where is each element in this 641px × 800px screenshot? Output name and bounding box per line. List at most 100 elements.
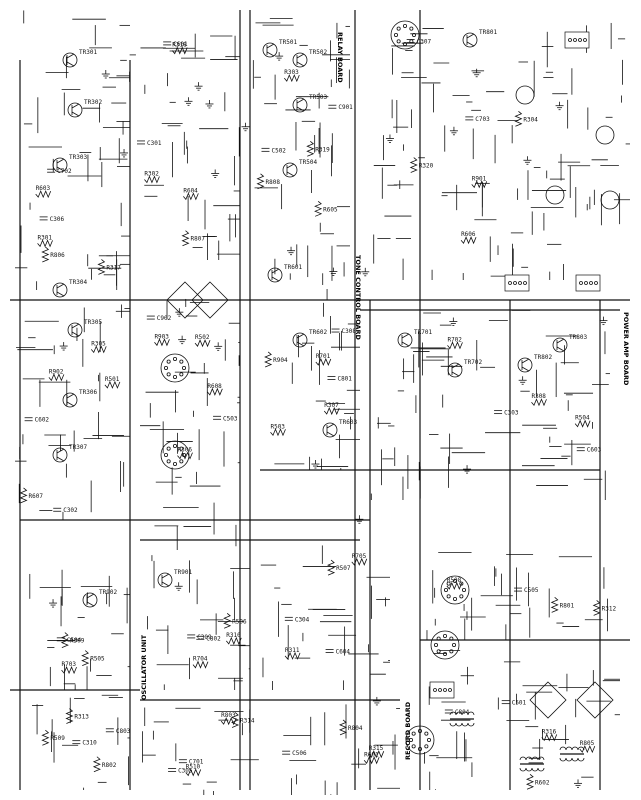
tube-socket-symbol: [405, 725, 435, 755]
resistor-symbol: [514, 110, 523, 127]
transistor-symbol: [292, 332, 308, 348]
transistor-symbol: [67, 322, 83, 338]
block-label-record: RECORD BOARD: [404, 701, 412, 760]
wire: [86, 593, 95, 599]
resistor-symbol: [256, 173, 265, 190]
socket-pin: [449, 649, 454, 654]
wire: [266, 43, 275, 49]
transistor-symbol: [322, 422, 338, 438]
wire: [521, 366, 530, 372]
transistor-label: TR802: [534, 354, 552, 361]
wire: [66, 53, 75, 59]
socket-pin: [172, 356, 177, 361]
resistor-label: R902: [49, 368, 64, 375]
socket-pin: [179, 446, 184, 451]
socket-pin: [172, 443, 177, 448]
resistor-symbol: [92, 756, 101, 773]
transformer-coil: [565, 757, 573, 762]
transistor-symbol: [267, 267, 283, 283]
socket-pin: [166, 372, 171, 377]
resistor-label: R313: [74, 714, 89, 721]
resistor-label: R803: [221, 712, 236, 719]
resistor-symbol: [183, 192, 199, 201]
transistor-symbol: [157, 572, 173, 588]
transformer-coil: [577, 746, 585, 751]
transistor-label: TR603: [339, 419, 357, 426]
socket-pin: [411, 744, 416, 749]
resistor-label: R508: [447, 577, 462, 584]
connector-pin: [583, 38, 587, 42]
transformer-coil: [537, 756, 545, 761]
wire: [271, 276, 280, 282]
wire: [296, 53, 305, 59]
resistor-label: R703: [62, 661, 77, 668]
resistor-symbol: [338, 719, 348, 736]
resistor-label: R315: [369, 745, 384, 752]
transistor-label: TR305: [84, 319, 102, 326]
resistor-label: R701: [316, 353, 331, 360]
capacitor-label: C902: [157, 315, 172, 322]
socket-pin: [163, 365, 168, 370]
tube-socket-symbol: [390, 20, 420, 50]
transformer-coil: [577, 757, 585, 762]
socket-pin: [459, 594, 464, 599]
resistor-symbol: [315, 357, 332, 366]
resistor-symbol: [460, 236, 477, 245]
socket-pin: [179, 459, 184, 464]
socket-pin: [417, 729, 422, 734]
socket-pin: [166, 446, 171, 451]
capacitor-label: C304: [295, 616, 310, 623]
transistor-label: TR303: [69, 154, 87, 161]
wire: [326, 423, 335, 429]
resistor-symbol: [181, 230, 190, 247]
transistor-symbol: [67, 102, 83, 118]
resistor-label: R802: [102, 762, 117, 769]
transformer-coil: [571, 746, 579, 751]
transistor-label: TR501: [279, 39, 297, 46]
capacitor-label: C301: [147, 140, 162, 147]
tube-socket-symbol: [160, 440, 190, 470]
resistor-label: R502: [195, 334, 210, 341]
resistor-label: R509: [50, 735, 65, 742]
transformer-coil: [455, 722, 463, 727]
transistor-label: TR801: [479, 29, 497, 36]
connector-pin: [438, 688, 442, 692]
transistor-label: TR307: [69, 444, 87, 451]
block-label-power: POWER AMP BOARD: [622, 312, 630, 386]
wire: [296, 106, 305, 112]
capacitor-label: C604: [336, 649, 351, 656]
wire: [401, 333, 410, 339]
wire: [466, 41, 475, 47]
resistor-symbol: [306, 140, 315, 157]
transformer-coil: [467, 711, 475, 716]
connector-pin: [523, 281, 527, 285]
socket-pin: [459, 581, 464, 586]
tube-socket-symbol: [160, 353, 190, 383]
wire: [161, 581, 170, 587]
resistor-label: R603: [36, 185, 51, 192]
socket-pin: [181, 452, 186, 457]
transistor-symbol: [292, 52, 308, 68]
capacitor-label: C302: [63, 507, 78, 514]
transistor-symbol: [52, 157, 68, 173]
resistor-symbol: [35, 190, 52, 199]
resistor-symbol: [97, 259, 106, 275]
transformer-coil: [461, 722, 469, 727]
block-label-relay: RELAY BOARD: [336, 32, 344, 83]
transformer-coil: [519, 767, 527, 772]
socket-pin: [443, 588, 448, 593]
resistor-label: R316: [542, 728, 557, 735]
capacitor-label: C703: [475, 116, 490, 123]
resistor-label: R702: [447, 336, 462, 343]
connector-pin: [448, 688, 452, 692]
resistor-label: R305: [91, 340, 106, 347]
resistor-label: R317: [106, 264, 121, 271]
transistor-label: TR301: [79, 49, 97, 56]
wire: [296, 341, 305, 347]
resistor-symbol: [264, 351, 273, 368]
wire: [66, 393, 75, 399]
resistor-label: R808: [265, 179, 280, 186]
wire: [86, 601, 95, 607]
transistor-symbol: [447, 362, 463, 378]
transistor-symbol: [52, 447, 68, 463]
